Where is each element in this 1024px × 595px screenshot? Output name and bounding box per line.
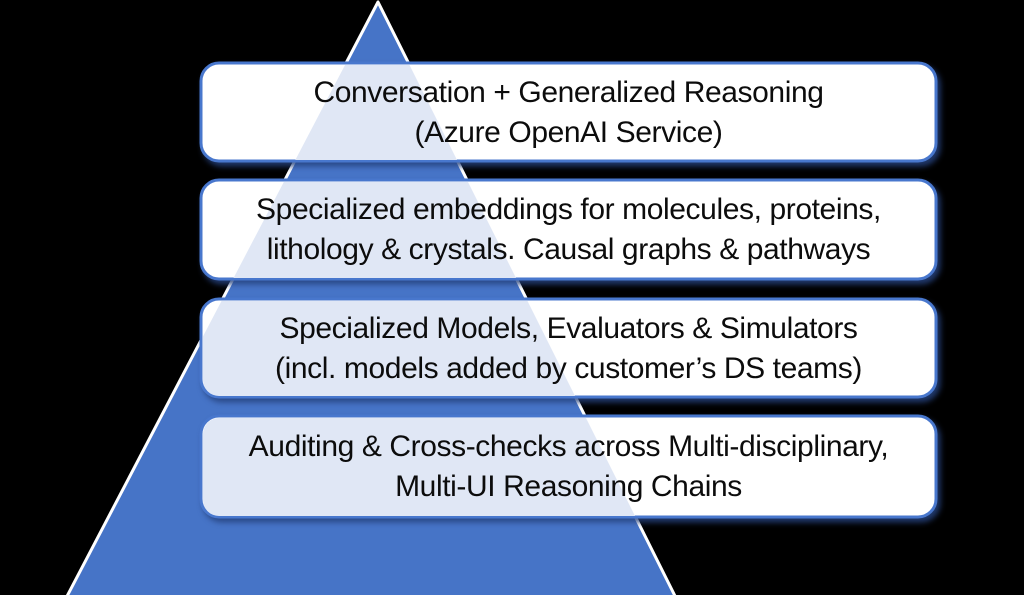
pyramid-tint-overlay xyxy=(203,65,678,516)
